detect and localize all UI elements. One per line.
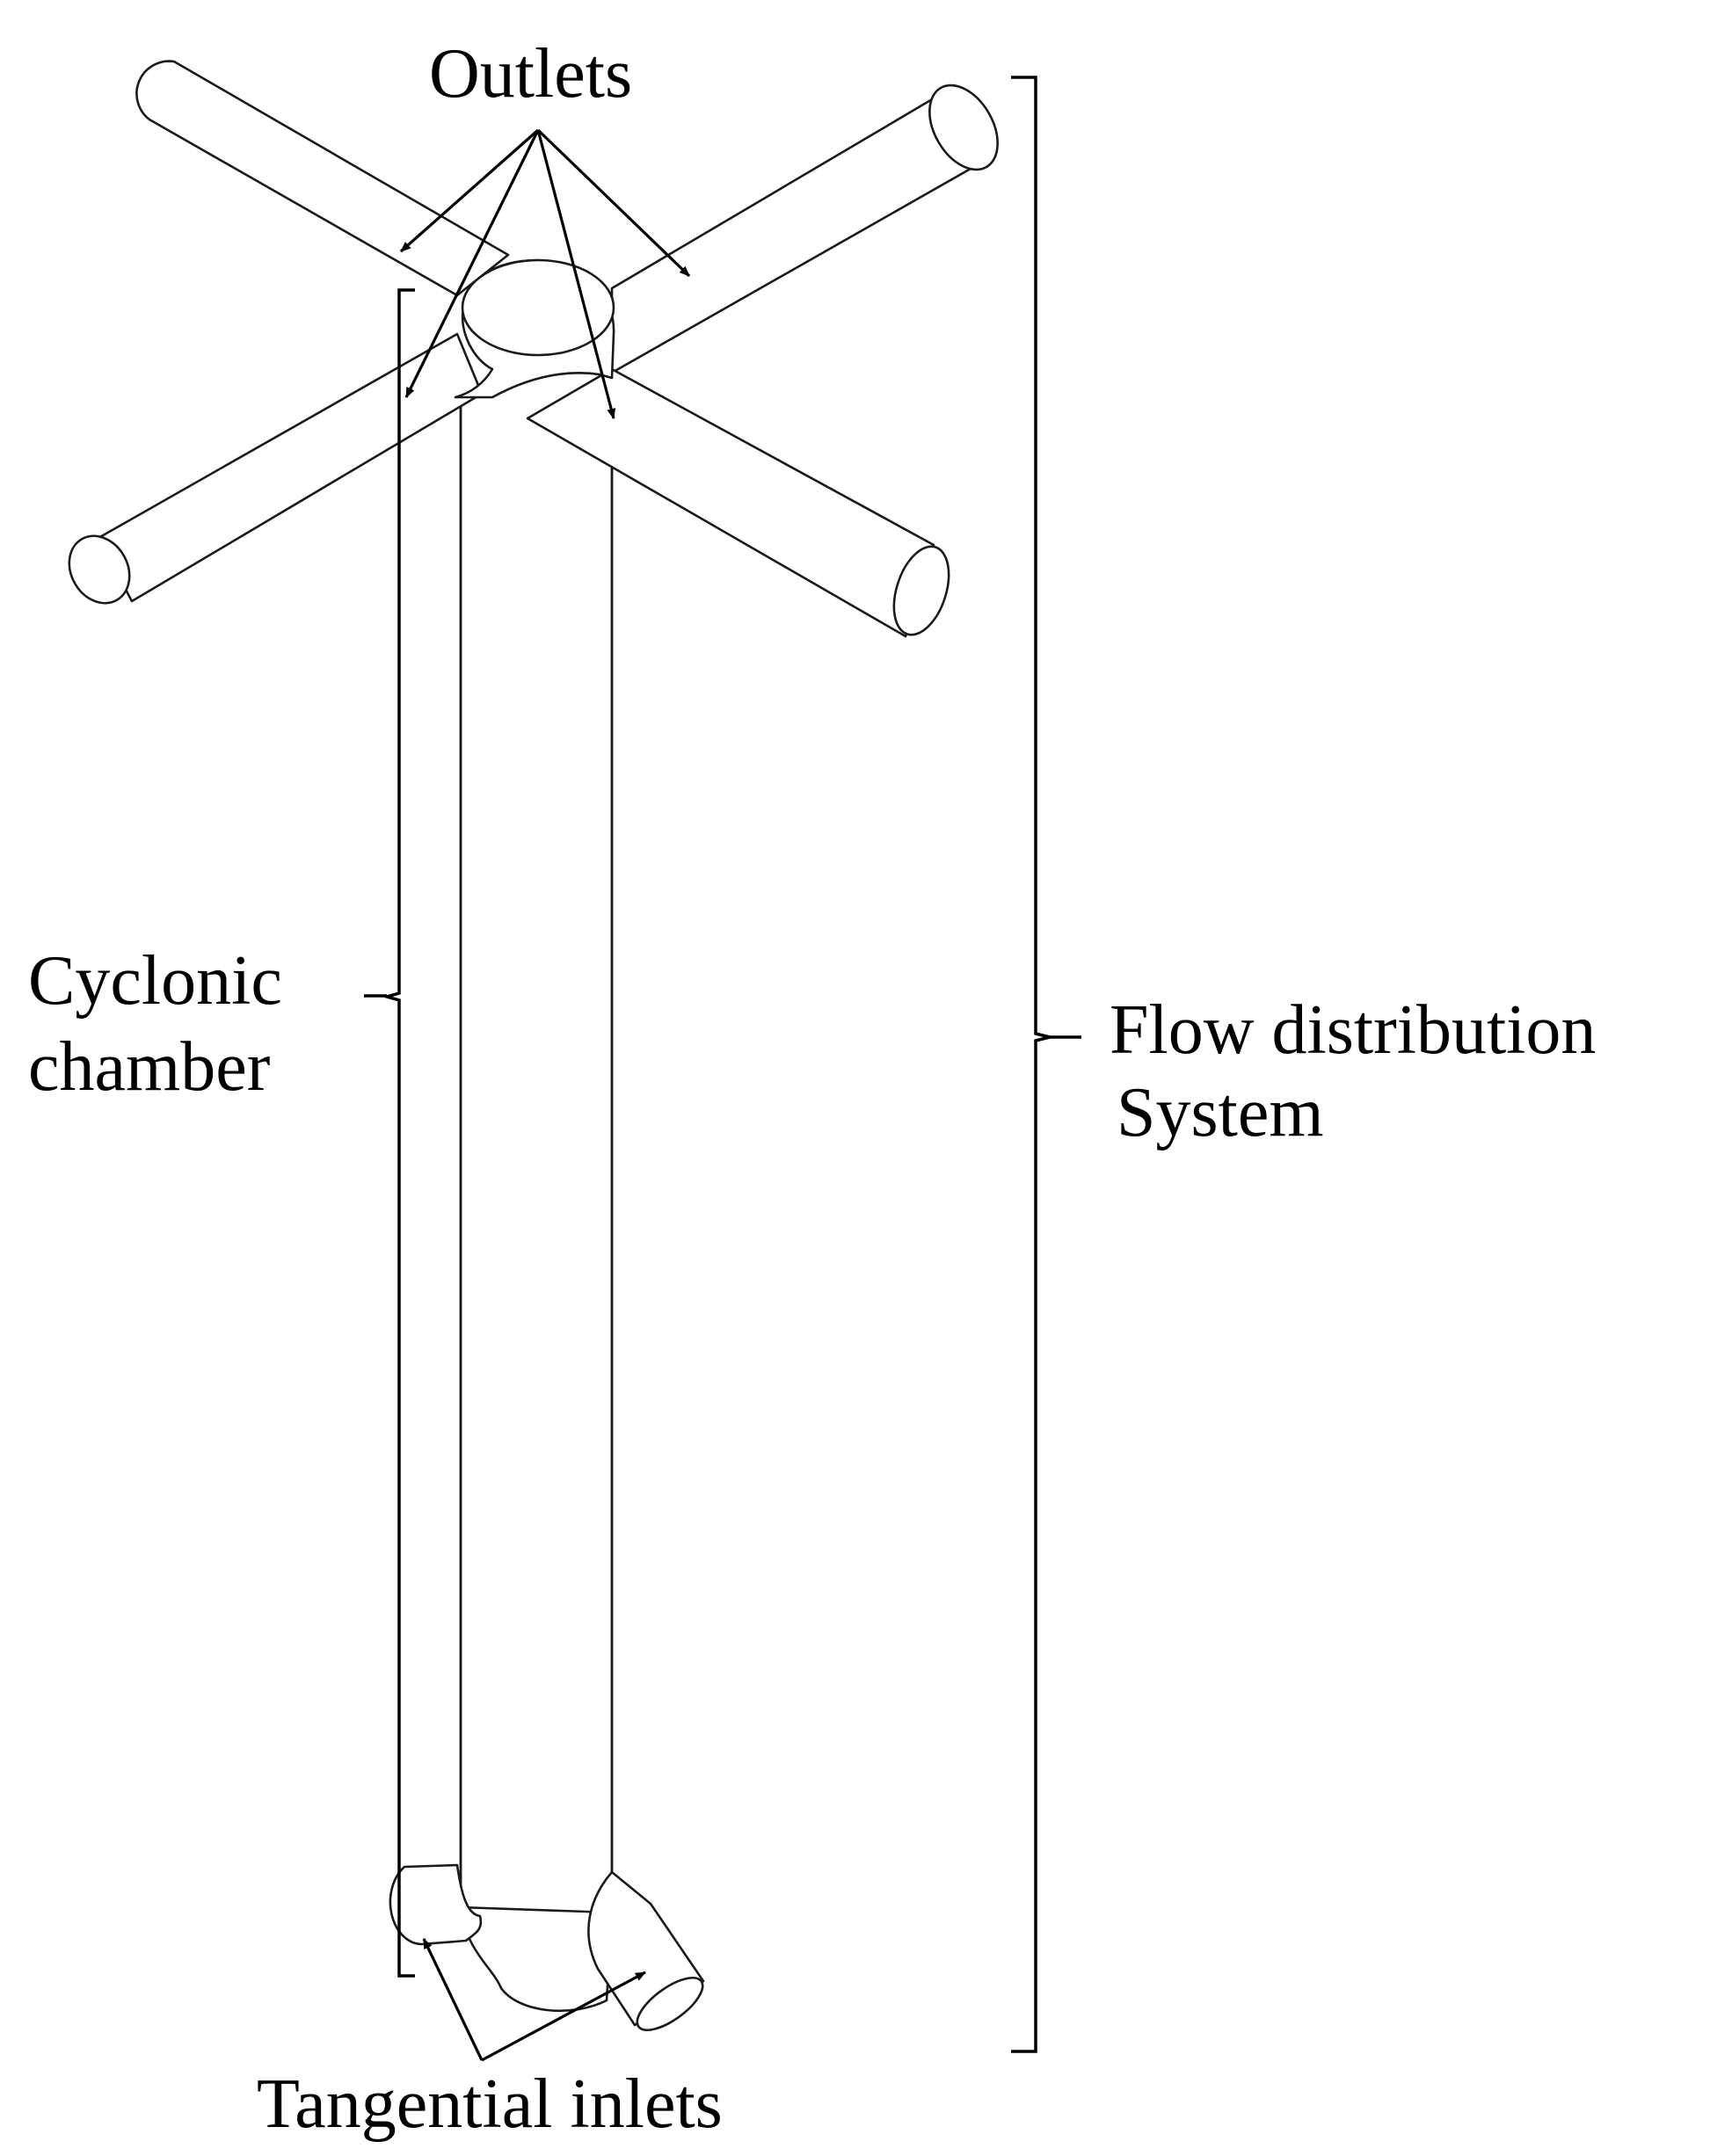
outlet-pipe-back-right-end — [928, 83, 999, 171]
top-hub-opening — [461, 258, 615, 357]
inlets-arrows — [422, 1938, 646, 2062]
tangential-inlets-label: Tangential inlets — [257, 2065, 723, 2143]
flow-distribution-label-line1: Flow distribution — [1110, 991, 1596, 1069]
inlets-arrow-right — [481, 1971, 646, 2062]
outlet-pipe-front-right — [526, 367, 935, 638]
bottom-chamber — [459, 1906, 614, 2013]
cyclonic-chamber-label-line1: Cyclonic — [28, 942, 282, 1020]
chamber-tube-fill — [462, 387, 610, 1916]
outlets-arrow-2 — [404, 129, 540, 398]
cyclonic-chamber-label-line2: chamber — [28, 1028, 270, 1106]
tangential-inlet-right-end — [636, 1977, 704, 2031]
outlet-pipe-front-right-end — [892, 545, 950, 636]
flow-distribution-label-line2: System — [1117, 1074, 1324, 1151]
outlets-arrow-4 — [536, 128, 691, 278]
outlet-pipe-front-left-end — [68, 534, 131, 605]
outlets-arrows — [399, 128, 691, 419]
cyclonic-chamber-bracket — [381, 288, 415, 1978]
tangential-inlet-left — [389, 1863, 483, 1946]
outlets-arrow-1 — [399, 128, 540, 253]
outlets-arrow-3 — [536, 129, 616, 419]
inlets-arrow-left — [422, 1938, 484, 2061]
flow-distribution-bracket — [1011, 76, 1051, 2053]
outlet-pipe-front-left — [97, 332, 484, 603]
outlets-label: Outlets — [429, 35, 632, 113]
